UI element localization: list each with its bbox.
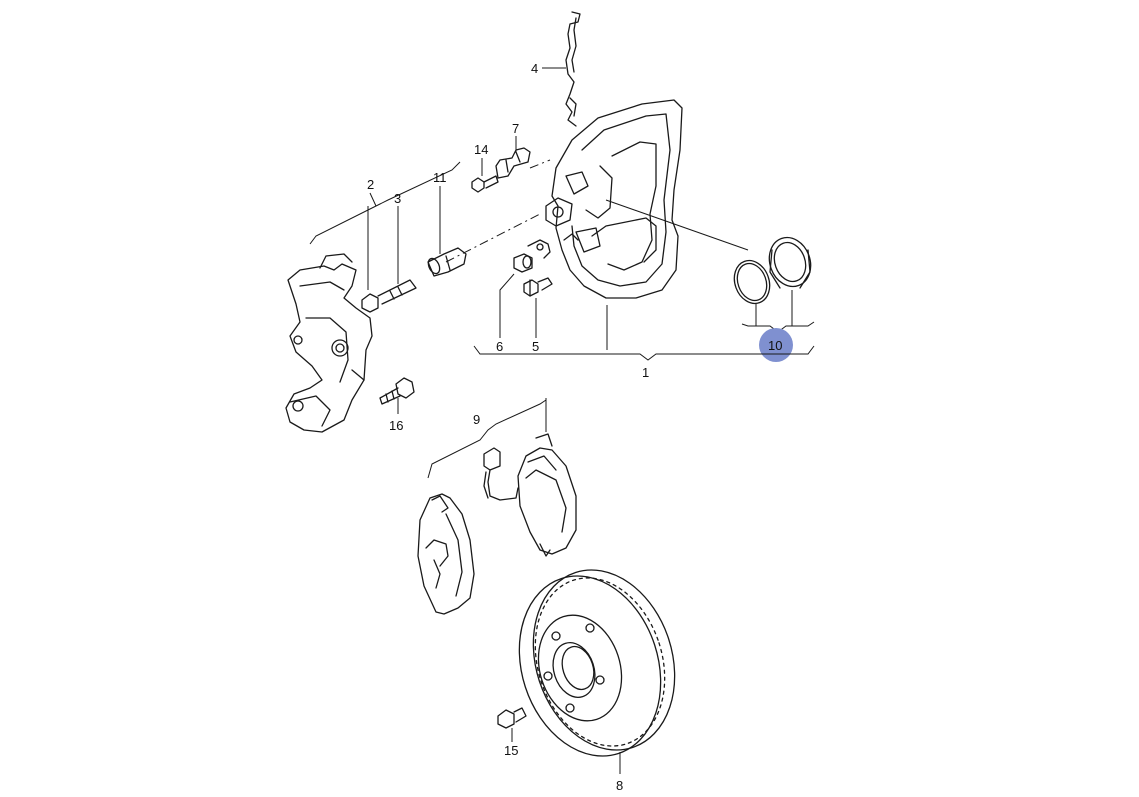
part-1-caliper-housing — [545, 99, 683, 299]
bracket-2 — [309, 161, 461, 245]
part-2-caliper-carrier — [285, 253, 373, 433]
part-14-bolt — [471, 175, 499, 193]
part-4-splash-shield — [565, 11, 581, 127]
part-8-brake-disc — [518, 569, 676, 757]
centerline-guide — [445, 213, 541, 263]
part-3-guide-pin — [361, 279, 417, 313]
part-7-clip — [495, 147, 531, 179]
callout-1[interactable]: 1 — [642, 365, 649, 380]
part-9-wear-sensor — [483, 447, 519, 501]
bracket-1 — [473, 345, 815, 361]
callout-14[interactable]: 14 — [474, 142, 488, 157]
callout-7[interactable]: 7 — [512, 121, 519, 136]
part-9-brake-pad-outer — [517, 433, 577, 557]
callout-6[interactable]: 6 — [496, 339, 503, 354]
part-6-bleeder-cap — [513, 239, 551, 273]
part-9-brake-pad-inner — [417, 493, 475, 615]
part-11-guide-bushing — [427, 247, 467, 277]
leader-2 — [369, 192, 377, 207]
part-10-piston-seal-kit — [733, 236, 812, 305]
callout-15[interactable]: 15 — [504, 743, 518, 758]
housing-leader-to-seals — [605, 199, 749, 251]
callout-5[interactable]: 5 — [532, 339, 539, 354]
leader-6 — [499, 273, 515, 338]
part-15-disc-screw — [497, 707, 527, 729]
callout-4[interactable]: 4 — [531, 61, 538, 76]
callout-8[interactable]: 8 — [616, 778, 623, 793]
centerline-7 — [529, 159, 551, 169]
callout-2[interactable]: 2 — [367, 177, 374, 192]
callout-16[interactable]: 16 — [389, 418, 403, 433]
callout-10[interactable]: 10 — [768, 338, 782, 353]
callout-3[interactable]: 3 — [394, 191, 401, 206]
callout-11[interactable]: 11 — [433, 170, 447, 185]
part-16-carrier-bolt — [379, 377, 415, 405]
bracket-9 — [427, 399, 547, 479]
callout-9[interactable]: 9 — [473, 412, 480, 427]
part-5-bleeder-valve — [523, 277, 553, 297]
